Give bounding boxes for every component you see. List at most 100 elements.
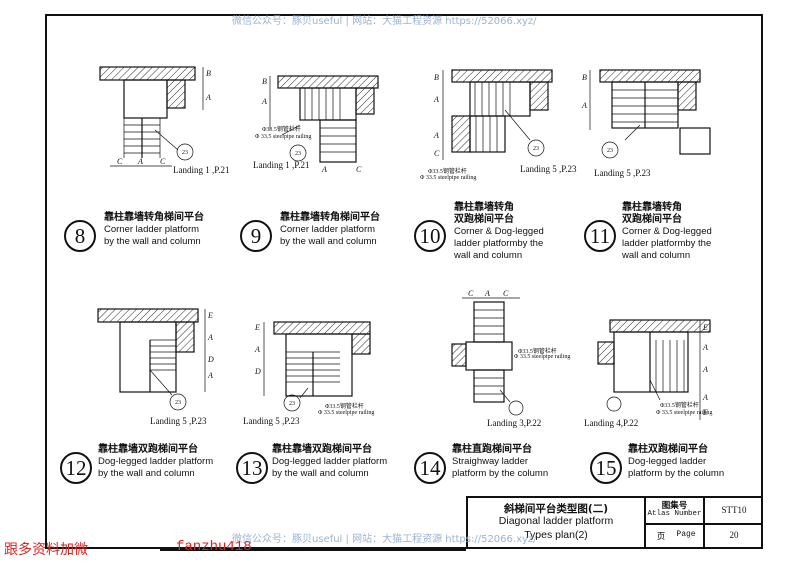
landing-ref-13: Landing 5 ,P.23	[243, 416, 300, 426]
caption-9: 靠柱靠墙转角梯间平台 Corner ladder platform by the…	[280, 212, 380, 248]
svg-text:A: A	[321, 165, 327, 174]
caption-10-en-2: ladder platformby the	[454, 238, 544, 249]
page-label-en: Page	[676, 530, 696, 539]
svg-text:A: A	[484, 289, 490, 298]
caption-11: 靠柱靠墙转角 双跑梯间平台 Corner & Dog-legged ladder…	[622, 202, 712, 262]
figure-number-8: 8	[64, 220, 96, 252]
railing-note-14: Φ 33.5 steelpipe railing	[514, 354, 571, 360]
svg-text:E: E	[254, 323, 260, 332]
svg-text:B: B	[206, 69, 211, 78]
svg-text:B: B	[434, 73, 439, 82]
caption-11-zh-2: 双跑梯间平台	[622, 214, 682, 225]
title-en-1: Diagonal ladder platform	[498, 515, 614, 527]
landing-ref-15: Landing 4,P.22	[584, 418, 639, 428]
page-value: 20	[729, 530, 739, 540]
svg-text:C: C	[160, 157, 166, 166]
atlas-label-zh: 图集号	[661, 501, 688, 511]
railing-note-zh-14: Φ33.5钢管栏杆	[518, 349, 557, 355]
title-block-row-divider	[644, 523, 763, 525]
watermark-top: 微信公众号：豚贝useful | 网站：大猫工程资源 https://52066…	[232, 16, 537, 27]
caption-9-zh: 靠柱靠墙转角梯间平台	[280, 212, 380, 223]
svg-text:B: B	[582, 73, 587, 82]
caption-9-en-1: Corner ladder platform	[280, 224, 376, 235]
detail-mark-9: 23	[295, 151, 301, 157]
svg-text:E: E	[207, 311, 213, 320]
landing-ref-10: Landing 5 ,P.23	[520, 164, 577, 174]
svg-text:A: A	[581, 101, 587, 110]
svg-text:A: A	[433, 131, 439, 140]
landing-ref-12: Landing 5 ,P.23	[150, 416, 207, 426]
railing-note-zh-13: Φ33.5钢管栏杆	[325, 404, 364, 410]
caption-11-zh-1: 靠柱靠墙转角	[622, 202, 682, 213]
caption-10-en-1: Corner & Dog-legged	[454, 226, 544, 237]
detail-mark-12: 23	[175, 400, 181, 406]
svg-text:B: B	[262, 77, 267, 86]
landing-ref-9: Landing 1 ,P.21	[253, 160, 310, 170]
caption-14-en-1: Straighway ladder	[452, 456, 529, 467]
figure-number-13: 13	[236, 452, 268, 484]
svg-text:E: E	[702, 323, 708, 332]
svg-text:A: A	[207, 333, 213, 342]
railing-note-zh-10: Φ33.5钢管栏杆	[428, 169, 467, 175]
caption-11-en-2: ladder platformby the	[622, 238, 712, 249]
svg-text:A: A	[137, 157, 143, 166]
figure-number-10: 10	[414, 220, 446, 252]
svg-text:A: A	[702, 343, 708, 352]
svg-text:C: C	[503, 289, 509, 298]
svg-text:C: C	[468, 289, 474, 298]
svg-text:A: A	[254, 345, 260, 354]
plan-11: BA	[581, 69, 711, 159]
detail-mark-8: 23	[182, 150, 188, 156]
caption-12-en-2: by the wall and column	[98, 468, 195, 479]
drawing-frame	[45, 14, 763, 549]
caption-8-zh: 靠柱靠墙转角梯间平台	[104, 212, 204, 223]
svg-text:D: D	[254, 367, 261, 376]
caption-15-zh: 靠柱双跑梯间平台	[628, 444, 708, 455]
railing-note-zh-9: Φ33.5钢管栏杆	[262, 127, 301, 133]
svg-text:E: E	[702, 408, 708, 417]
caption-10: 靠柱靠墙转角 双跑梯间平台 Corner & Dog-legged ladder…	[454, 202, 544, 262]
atlas-label-en: Atlas Number	[647, 510, 702, 518]
svg-text:A: A	[433, 95, 439, 104]
svg-text:C: C	[356, 165, 362, 174]
caption-12-en-1: Dog-legged ladder platform	[98, 456, 214, 467]
watermark-bottom: 微信公众号：豚贝useful | 网站：大猫工程资源 https://52066…	[232, 534, 537, 545]
figure-number-15: 15	[590, 452, 622, 484]
figure-number-12: 12	[60, 452, 92, 484]
caption-11-en-3: wall and column	[622, 250, 691, 261]
atlas-value: STT10	[721, 505, 747, 515]
caption-10-zh-2: 双跑梯间平台	[454, 214, 514, 225]
page-label-zh: 页	[656, 532, 666, 542]
title-zh: 斜梯间平台类型图(二)	[503, 503, 609, 515]
caption-14-en-2: platform by the column	[452, 468, 549, 479]
caption-13: 靠柱靠墙双跑梯间平台 Dog-legged ladder platform by…	[272, 444, 387, 480]
detail-mark-10: 23	[533, 146, 539, 152]
svg-text:D: D	[207, 355, 214, 364]
caption-14: 靠柱直跑梯间平台 Straighway ladder platform by t…	[452, 444, 548, 480]
railing-note-9: Φ 33.5 steelpipe railing	[255, 134, 312, 140]
caption-12: 靠柱靠墙双跑梯间平台 Dog-legged ladder platform by…	[98, 444, 213, 480]
caption-15-en-2: platform by the column	[628, 468, 725, 479]
footer-contact-text: 跟多资料加微	[4, 542, 88, 558]
svg-text:A: A	[702, 365, 708, 374]
plan-13: E A D	[254, 321, 371, 412]
caption-12-zh: 靠柱靠墙双跑梯间平台	[98, 444, 198, 455]
caption-11-en-1: Corner & Dog-legged	[622, 226, 712, 237]
landing-ref-8: Landing 1 ,P.21	[173, 165, 230, 175]
caption-9-en-2: by the wall and column	[280, 236, 377, 247]
detail-mark-11: 23	[607, 148, 613, 154]
landing-ref-14: Landing 3,P.22	[487, 418, 542, 428]
railing-note-10: Φ 33.5 steelpipe railing	[420, 175, 477, 181]
figure-number-11: 11	[584, 220, 616, 252]
caption-8-en-2: by the wall and column	[104, 236, 201, 247]
landing-ref-11: Landing 5 ,P.23	[594, 168, 651, 178]
title-en-2: Types plan(2)	[524, 529, 588, 541]
footer-contact-id: fanzhu418	[176, 539, 252, 555]
figure-number-9: 9	[240, 220, 272, 252]
footer-line	[160, 549, 466, 551]
